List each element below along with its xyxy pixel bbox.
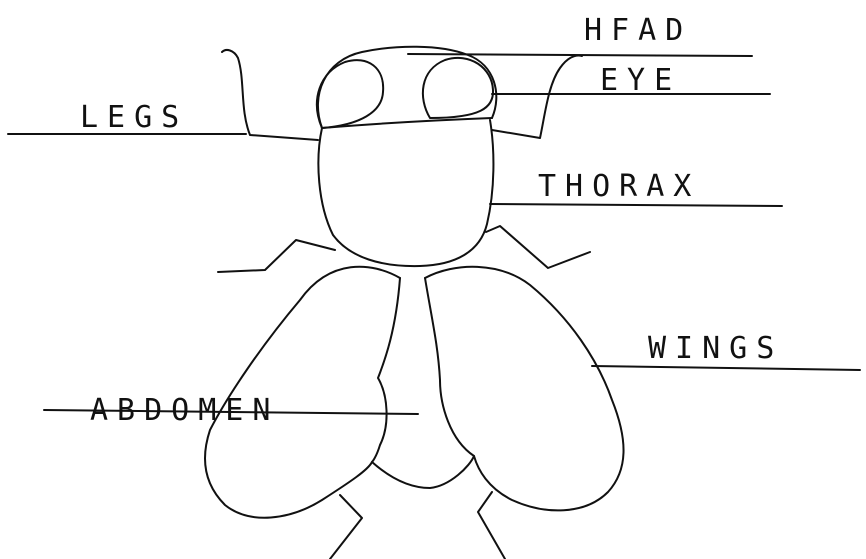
fly-right-wing <box>425 267 624 511</box>
fly-abdomen-outline <box>372 278 474 488</box>
fly-left-front-leg <box>222 50 318 140</box>
head-label: HFAD <box>584 13 692 48</box>
fly-left-eye <box>317 60 383 128</box>
fly-left-hind-leg <box>330 495 362 559</box>
thorax-leader-line <box>490 204 782 206</box>
fly-right-eye <box>423 58 493 118</box>
head-leader-line <box>408 54 752 56</box>
thorax-label: THORAX <box>538 169 700 204</box>
abdomen-label: ABDOMEN <box>90 393 279 428</box>
fly-right-hind-leg <box>478 492 505 559</box>
fly-thorax-outline <box>318 120 493 266</box>
wings-label: WINGS <box>648 331 783 366</box>
fly-left-middle-leg <box>218 240 335 272</box>
fly-right-front-leg <box>492 56 582 139</box>
fly-right-middle-leg <box>486 226 590 268</box>
wings-leader-line <box>592 366 860 370</box>
eye-label: EYE <box>600 63 681 98</box>
legs-label: LEGS <box>80 100 188 135</box>
